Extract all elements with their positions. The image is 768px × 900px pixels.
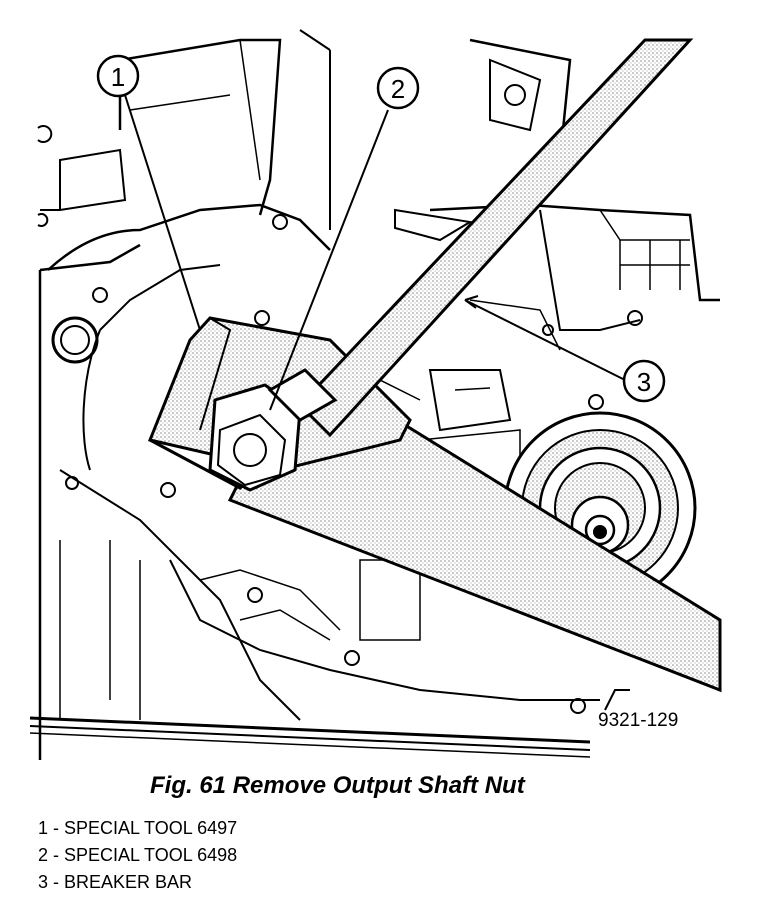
figure-code: 9321-129 (598, 710, 678, 731)
callout-2-label: 2 (391, 74, 405, 104)
breaker-bar (267, 38, 694, 438)
callout-2: 2 (376, 66, 420, 110)
callout-1: 1 (96, 54, 140, 98)
callout-1-label: 1 (111, 62, 125, 92)
legend-item-3: 3 - BREAKER BAR (38, 872, 193, 892)
callout-leaders (124, 94, 626, 411)
legend: 1 - SPECIAL TOOL 6497 2 - SPECIAL TOOL 6… (38, 815, 237, 896)
technical-illustration: 1 2 3 9321-129 (29, 29, 722, 760)
callout-3-label: 3 (637, 367, 651, 397)
callout-3: 3 (622, 359, 666, 403)
figure-caption: Fig. 61 Remove Output Shaft Nut (150, 772, 525, 799)
special-tool-6498 (208, 383, 302, 492)
legend-item-1: 1 - SPECIAL TOOL 6497 (38, 818, 238, 838)
legend-item-2: 2 - SPECIAL TOOL 6498 (38, 845, 238, 865)
